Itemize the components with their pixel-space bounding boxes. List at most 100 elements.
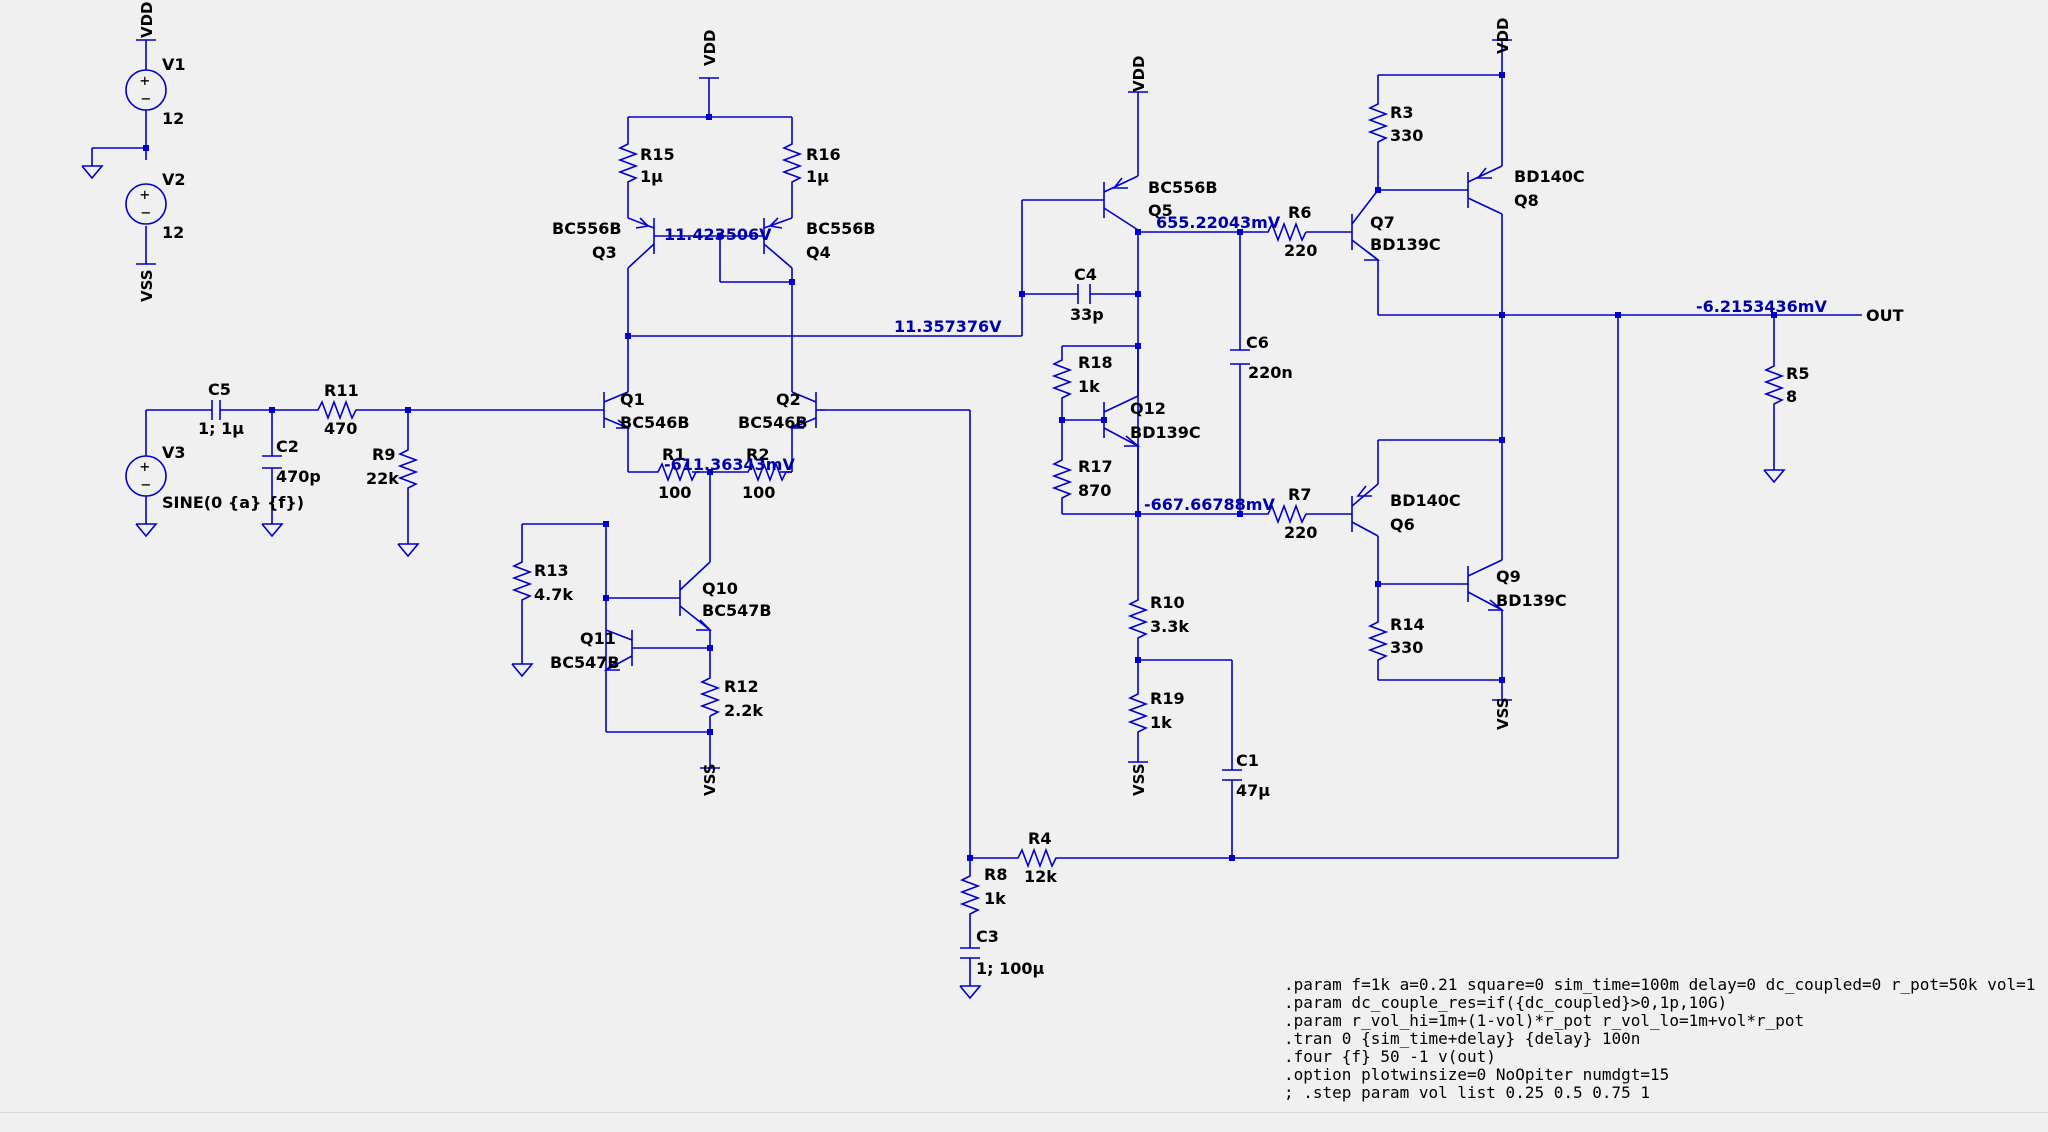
svg-text:R11: R11 xyxy=(324,381,359,400)
svg-text:1µ: 1µ xyxy=(640,167,663,186)
power-flags: VDD VSS VDD VDD VDD VSS VSS VSS xyxy=(136,1,1512,796)
directive-line: .tran 0 {sim_time+delay} {delay} 100n xyxy=(1284,1029,1640,1048)
directive-line: .param dc_couple_res=if({dc_coupled}>0,1… xyxy=(1284,993,1727,1012)
vdd-flag-v1: VDD xyxy=(136,1,156,41)
svg-text:VSS: VSS xyxy=(1130,763,1148,796)
svg-text:470p: 470p xyxy=(276,467,321,486)
svg-text:+: + xyxy=(140,457,150,476)
out-net-label[interactable]: OUT xyxy=(1866,306,1904,325)
svg-text:Q2: Q2 xyxy=(776,390,801,409)
svg-text:R19: R19 xyxy=(1150,689,1185,708)
svg-text:R6: R6 xyxy=(1288,203,1311,222)
svg-text:C3: C3 xyxy=(976,927,999,946)
svg-text:R10: R10 xyxy=(1150,593,1185,612)
svg-text:BD140C: BD140C xyxy=(1514,167,1585,186)
svg-text:R9: R9 xyxy=(372,445,395,464)
svg-text:100: 100 xyxy=(658,483,691,502)
source-v1[interactable]: +− V1 12 xyxy=(125,55,186,128)
svg-text:R1: R1 xyxy=(662,445,685,464)
svg-text:BC546B: BC546B xyxy=(738,413,808,432)
svg-text:OUT: OUT xyxy=(1866,306,1904,325)
source-v2[interactable]: +− V2 12 xyxy=(125,170,186,242)
ground-icon xyxy=(959,985,982,1000)
svg-text:Q3: Q3 xyxy=(592,243,617,262)
svg-text:Q7: Q7 xyxy=(1370,213,1395,232)
svg-text:R12: R12 xyxy=(724,677,759,696)
svg-text:Q10: Q10 xyxy=(702,579,738,598)
svg-text:V1: V1 xyxy=(162,55,186,74)
svg-text:R14: R14 xyxy=(1390,615,1425,634)
voltage-tail: -611.36343mV xyxy=(664,455,795,474)
svg-text:12k: 12k xyxy=(1024,867,1057,886)
ground-symbols xyxy=(81,165,1786,1000)
svg-text:SINE(0 {a} {f}): SINE(0 {a} {f}) xyxy=(162,493,304,512)
resistor-r12: R12 2.2k xyxy=(699,672,763,720)
vss-flag-output: VSS xyxy=(1492,697,1512,730)
svg-text:R16: R16 xyxy=(806,145,841,164)
svg-text:R18: R18 xyxy=(1078,353,1113,372)
svg-text:+: + xyxy=(140,185,150,204)
svg-text:Q4: Q4 xyxy=(806,243,831,262)
transistor-q11: Q11 BC547B xyxy=(550,629,633,672)
transistor-q3: BC556B Q3 xyxy=(552,217,655,269)
svg-text:BC556B: BC556B xyxy=(1148,178,1218,197)
transistor-q5: BC556B Q5 xyxy=(1103,175,1218,231)
svg-text:C4: C4 xyxy=(1074,265,1097,284)
resistor-r5: R58 xyxy=(1763,360,1809,412)
source-v3[interactable]: +− V3 SINE(0 {a} {f}) xyxy=(125,443,304,512)
transistor-q8: BD140C Q8 xyxy=(1467,165,1585,215)
svg-text:Q6: Q6 xyxy=(1390,515,1415,534)
vss-flag-r19: VSS xyxy=(1128,761,1148,796)
svg-text:−: − xyxy=(141,89,151,108)
transistors[interactable]: Q1 BC546B Q2 BC546B BC556B Q3 xyxy=(550,165,1585,672)
svg-text:330: 330 xyxy=(1390,126,1423,145)
svg-text:220n: 220n xyxy=(1248,363,1293,382)
svg-text:Q11: Q11 xyxy=(580,629,616,648)
svg-text:C1: C1 xyxy=(1236,751,1259,770)
voltage-drive-low: -667.66788mV xyxy=(1144,495,1275,514)
voltage-q3-base: 11.423506V xyxy=(664,225,772,244)
svg-text:VDD: VDD xyxy=(1130,55,1148,92)
svg-text:R13: R13 xyxy=(534,561,569,580)
transistor-q12: Q12 BD139C xyxy=(1103,395,1201,447)
svg-text:22k: 22k xyxy=(366,469,399,488)
svg-text:2.2k: 2.2k xyxy=(724,701,763,720)
svg-text:VDD: VDD xyxy=(701,29,719,66)
svg-text:V2: V2 xyxy=(162,170,186,189)
svg-text:VSS: VSS xyxy=(1494,697,1512,730)
svg-text:1k: 1k xyxy=(984,889,1006,908)
svg-text:220: 220 xyxy=(1284,523,1317,542)
ground-icon xyxy=(511,663,534,678)
svg-text:VDD: VDD xyxy=(138,1,156,38)
svg-text:Q9: Q9 xyxy=(1496,567,1521,586)
svg-text:VSS: VSS xyxy=(138,269,156,302)
svg-text:1k: 1k xyxy=(1150,713,1172,732)
spice-directives[interactable]: .param f=1k a=0.21 square=0 sim_time=100… xyxy=(1284,975,2035,1102)
ground-icon xyxy=(261,523,284,538)
svg-text:R8: R8 xyxy=(984,865,1007,884)
svg-text:BD139C: BD139C xyxy=(1496,591,1567,610)
status-bar xyxy=(0,1112,2048,1132)
svg-text:BC556B: BC556B xyxy=(806,219,876,238)
svg-text:BC547B: BC547B xyxy=(702,601,772,620)
svg-text:330: 330 xyxy=(1390,638,1423,657)
vss-flag-v2: VSS xyxy=(136,263,156,302)
svg-text:BD139C: BD139C xyxy=(1370,235,1441,254)
